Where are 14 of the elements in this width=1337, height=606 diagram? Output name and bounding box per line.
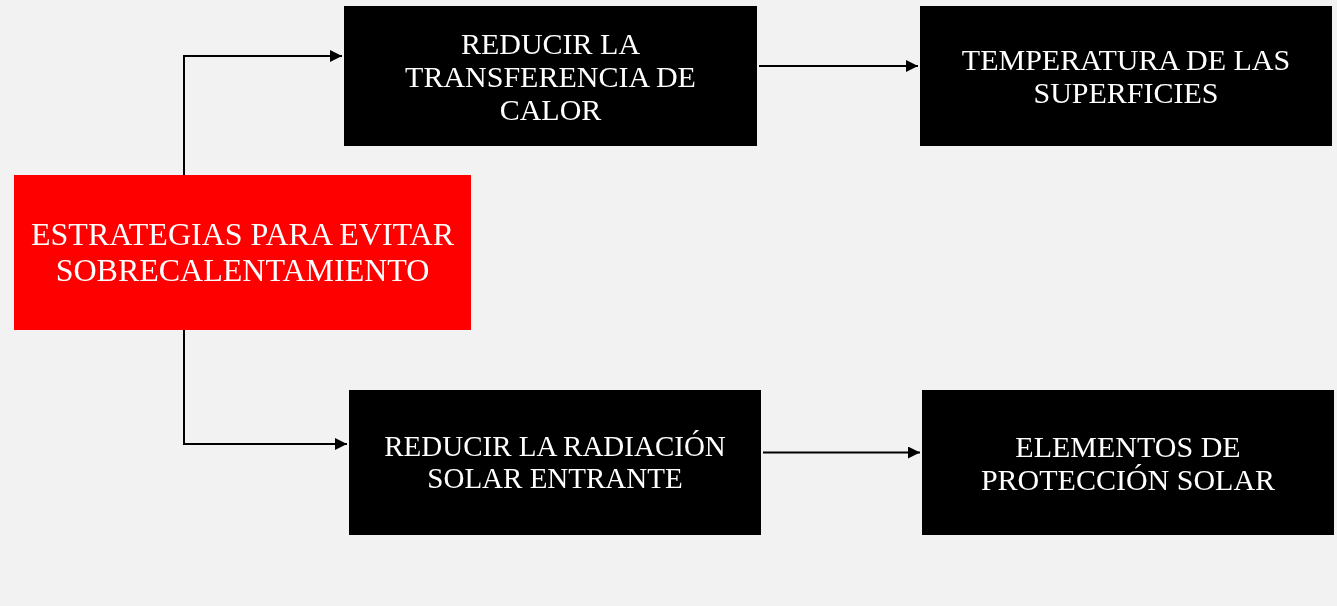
box-text: REDUCIR LA TRANSFERENCIA DE CALOR: [404, 26, 697, 126]
strategy-box: [344, 6, 757, 146]
strategy-box: [922, 390, 1334, 535]
box-text: TEMPERATURA DE LAS SUPERFICIES: [960, 43, 1292, 109]
strategy-box: [920, 6, 1332, 146]
box-text: ELEMENTOS DE PROTECCIÓN SOLAR: [979, 429, 1277, 496]
strategy-box: [349, 390, 761, 535]
box-text: REDUCIR LA RADIACIÓN SOLAR ENTRANTE: [383, 430, 727, 495]
box-text: ESTRATEGIAS PARA EVITAR SOBRECALENTAMIENTO: [30, 217, 455, 288]
arrow: [183, 50, 343, 176]
arrow: [762, 446, 921, 459]
arrow: [183, 329, 348, 450]
arrow: [758, 60, 919, 72]
main-topic-box: [14, 175, 471, 330]
